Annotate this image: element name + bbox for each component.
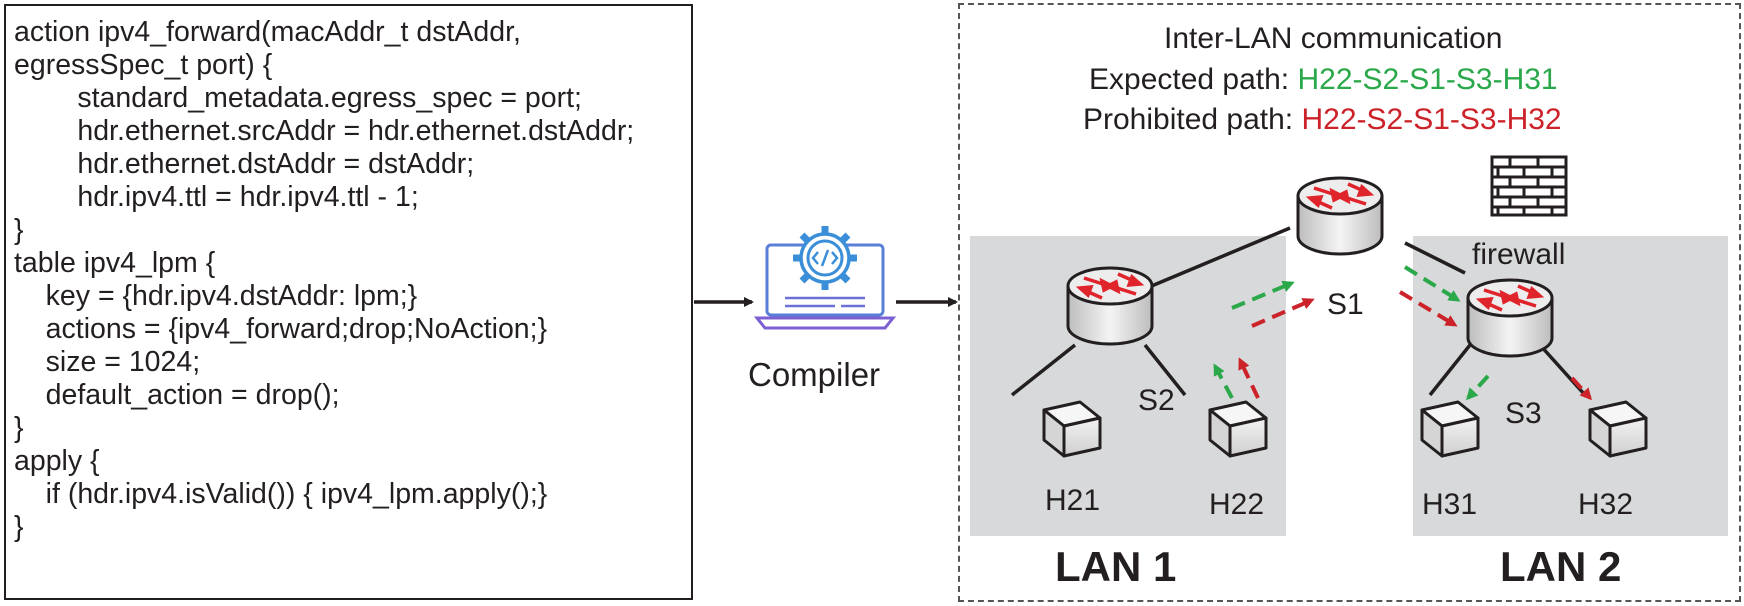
expected-arrow-s3-h31 [1465,374,1490,401]
expected-arrow-s2-s1 [1231,280,1295,310]
host-h21 [1042,400,1102,458]
code-listing-box: action ipv4_forward(macAddr_t dstAddr, e… [4,4,693,600]
switch-s1 [1296,176,1384,256]
code-line: hdr.ipv4.ttl = hdr.ipv4.ttl - 1; [14,181,419,213]
host-h22 [1208,400,1268,458]
code-line: table ipv4_lpm { [14,247,216,279]
prohibited-path-prefix: Prohibited path: [1083,103,1302,136]
host-h21-label: H21 [1045,484,1101,517]
switch-s2 [1066,266,1154,346]
expected-path-value: H22-S2-S1-S3-H31 [1297,63,1558,96]
expected-path-line: Expected path: H22-S2-S1-S3-H31 [1089,63,1558,97]
code-line: actions = {ipv4_forward;drop;NoAction;} [14,313,548,345]
host-h31 [1420,400,1480,458]
expected-arrow-s1-s3 [1403,265,1461,302]
code-line: hdr.ethernet.srcAddr = hdr.ethernet.dstA… [14,115,635,147]
link-s1-s3 [1404,241,1466,275]
compiler-label: Compiler [748,356,881,393]
code-line: if (hdr.ipv4.isValid()) { ipv4_lpm.apply… [14,478,548,510]
code-line: key = {hdr.ipv4.dstAddr: lpm;} [14,280,418,312]
host-h31-label: H31 [1422,488,1478,521]
switch-s3 [1466,278,1554,358]
link-s3-h31 [1428,343,1472,397]
firewall-label: firewall [1472,238,1566,271]
host-h32-label: H32 [1578,488,1634,521]
lan1-label: LAN 1 [1055,543,1177,590]
host-h22-label: H22 [1209,488,1265,521]
prohibited-arrow-s1-s3 [1398,290,1458,327]
prohibited-path-line: Prohibited path: H22-S2-S1-S3-H32 [1083,103,1562,137]
code-line: apply { [14,445,100,477]
diagram-title: Inter-LAN communication [1164,22,1503,55]
code-line: hdr.ethernet.dstAddr = dstAddr; [14,148,475,180]
code-line: } [14,412,24,444]
link-s2-h22 [1143,343,1187,397]
switch-s2-label: S2 [1138,384,1175,417]
code-line: action ipv4_forward(macAddr_t dstAddr, [14,16,521,48]
network-diagram-box [958,3,1741,602]
lan2-label: LAN 2 [1500,543,1622,590]
host-h32 [1588,400,1648,458]
code-line: default_action = drop(); [14,379,340,411]
link-s2-h21 [1010,343,1077,397]
code-line: egressSpec_t port) { [14,49,273,81]
firewall-icon [1490,155,1568,217]
expected-arrow-h22-s2 [1213,363,1234,399]
code-line: } [14,511,24,543]
code-line: standard_metadata.egress_spec = port; [14,82,582,114]
switch-s3-label: S3 [1505,397,1542,430]
code-line: size = 1024; [14,346,201,378]
code-gear-laptop-icon [753,226,897,330]
switch-s1-label: S1 [1327,288,1364,321]
prohibited-arrow-s2-s1 [1251,298,1315,328]
link-s1-s2 [1141,226,1291,292]
prohibited-arrow-s3-h32 [1570,376,1593,401]
prohibited-path-value: H22-S2-S1-S3-H32 [1301,103,1562,136]
prohibited-arrow-h22-s2 [1238,357,1260,399]
code-line: } [14,214,24,246]
expected-path-prefix: Expected path: [1089,63,1298,96]
lan2-area [1413,236,1728,536]
